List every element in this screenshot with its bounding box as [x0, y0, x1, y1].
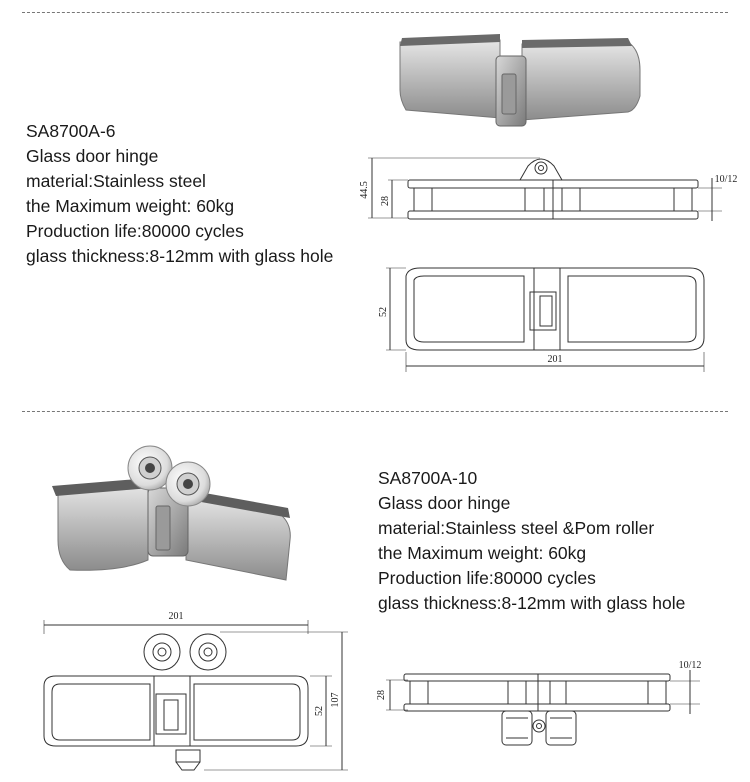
p2-height-label: 28 — [376, 690, 387, 700]
top-dashed-divider — [22, 12, 728, 13]
product-1-model: SA8700A-6 — [26, 121, 116, 141]
product-2-glass-thickness: glass thickness:8-12mm with glass hole — [378, 593, 686, 613]
product-2-model: SA8700A-10 — [378, 468, 478, 488]
product-2-specs: SA8700A-10 Glass door hinge material:Sta… — [378, 466, 685, 616]
product-2-top-view — [43, 620, 348, 771]
p1-glass-label: 10/12 — [715, 174, 738, 185]
p1-length-label: 201 — [548, 354, 563, 365]
product-1-specs: SA8700A-6 Glass door hinge material:Stai… — [26, 119, 333, 269]
product-2-max-weight: the Maximum weight: 60kg — [378, 543, 587, 563]
product-2-name: Glass door hinge — [378, 493, 511, 513]
product-1-photo — [399, 34, 641, 127]
product-2-production-life: Production life:80000 cycles — [378, 568, 596, 588]
product-1-max-weight: the Maximum weight: 60kg — [26, 196, 235, 216]
product-1-name: Glass door hinge — [26, 146, 159, 166]
p1-height-label: 28 — [380, 196, 391, 206]
p2-width-label: 52 — [314, 706, 325, 716]
product-1-top-view — [386, 267, 705, 372]
product-1-glass-thickness: glass thickness:8-12mm with glass hole — [26, 246, 334, 266]
p1-height-total-label: 44.5 — [359, 181, 370, 199]
product-2-side-view — [386, 670, 700, 746]
p2-height-total-label: 107 — [330, 693, 341, 708]
product-1-production-life: Production life:80000 cycles — [26, 221, 244, 241]
product-2-photo — [52, 445, 291, 581]
product-1-side-view — [368, 157, 722, 221]
p2-glass-label: 10/12 — [679, 660, 702, 671]
product-2-material: material:Stainless steel &Pom roller — [378, 518, 655, 538]
middle-dashed-divider — [22, 411, 728, 412]
p1-width-label: 52 — [378, 307, 389, 317]
p2-length-label: 201 — [169, 611, 184, 622]
product-1-material: material:Stainless steel — [26, 171, 206, 191]
